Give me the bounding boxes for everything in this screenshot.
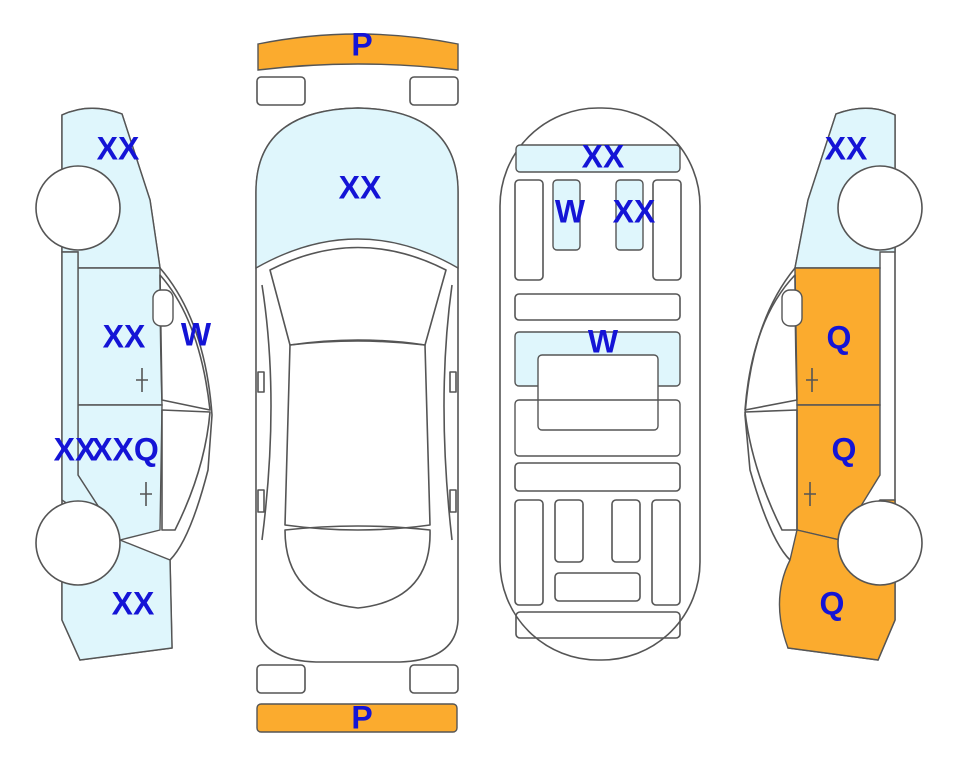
label-left-rocker-b: XXQ [91,431,159,467]
console-bar [514,293,681,321]
rear-left-seat [514,499,544,606]
front-bumper-view [256,33,459,106]
roof-front-panel[interactable] [515,144,681,173]
label-left-front-fender: XX [97,130,140,166]
rear-bumper-view [256,664,459,733]
label-right-rear-door: Q [832,431,857,467]
windshield [269,246,447,346]
roof-panel [284,340,431,531]
right-side-view [744,107,923,661]
label-roof-center: W [588,323,619,359]
right-front-seat-outer [652,179,682,281]
rear-left-taillamp [256,664,306,694]
right-mirror-side [781,289,803,327]
label-left-rocker-a: XX [54,431,97,467]
label-left-pillar: W [181,316,212,352]
label-left-front-door: XX [103,318,146,354]
label-roof-front: XX [582,138,625,174]
label-roof-right: XX [613,193,656,229]
front-bumper-panel[interactable] [257,33,459,71]
left-front-seat-outer [514,179,544,281]
rear-mid-right [611,499,641,563]
interior-view [499,107,701,661]
right-side-line [443,284,453,541]
rear-right-seat [651,499,681,606]
rear-mid-left [554,499,584,563]
left-front-handle [136,368,148,392]
label-hood: XX [339,169,382,205]
left-side-line [261,284,272,541]
label-right-front-door: Q [827,319,852,355]
right-window [744,274,798,411]
label-right-front-fender: XX [825,130,868,166]
left-mirror-side [152,289,174,327]
left-window [159,274,211,411]
right-front-handle [806,368,818,392]
right-rear-handle [804,482,816,506]
right-rear-window [744,409,798,531]
label-right-rear-quarter: Q [820,585,845,621]
rear-window [284,525,431,609]
interior-outline [499,107,701,661]
rear-bar [514,462,681,492]
label-rear-bumper: P [351,699,372,735]
damage-labels: P XX P XX W XX W XX XX W XX XXQ XX XX Q … [54,26,868,735]
roof-left-panel[interactable] [552,179,581,251]
left-front-wheel [35,165,121,251]
left-rear-mirror [257,489,265,513]
trunk-bar [554,572,641,602]
rear-shelf [515,611,681,639]
rear-right-taillamp [409,664,459,694]
left-rear-wheel [35,500,121,586]
hood-panel[interactable] [255,107,459,270]
top-view [255,107,459,663]
roof-right-panel[interactable] [615,179,644,251]
label-front-bumper: P [351,26,372,62]
rear-bumper-panel[interactable] [256,703,458,733]
left-rear-window [161,409,211,531]
right-mirror [449,371,457,393]
rear-seat-area [514,399,681,457]
front-left-headlamp [256,76,306,106]
right-front-wheel [837,165,923,251]
front-right-headlamp [409,76,459,106]
right-rear-mirror [449,489,457,513]
label-roof-left: W [555,193,586,229]
left-side-view [35,107,213,661]
label-left-rear-quarter: XX [112,585,155,621]
sunroof [537,354,659,431]
right-rear-wheel [837,500,923,586]
left-mirror [257,371,265,393]
left-rear-handle [140,482,152,506]
